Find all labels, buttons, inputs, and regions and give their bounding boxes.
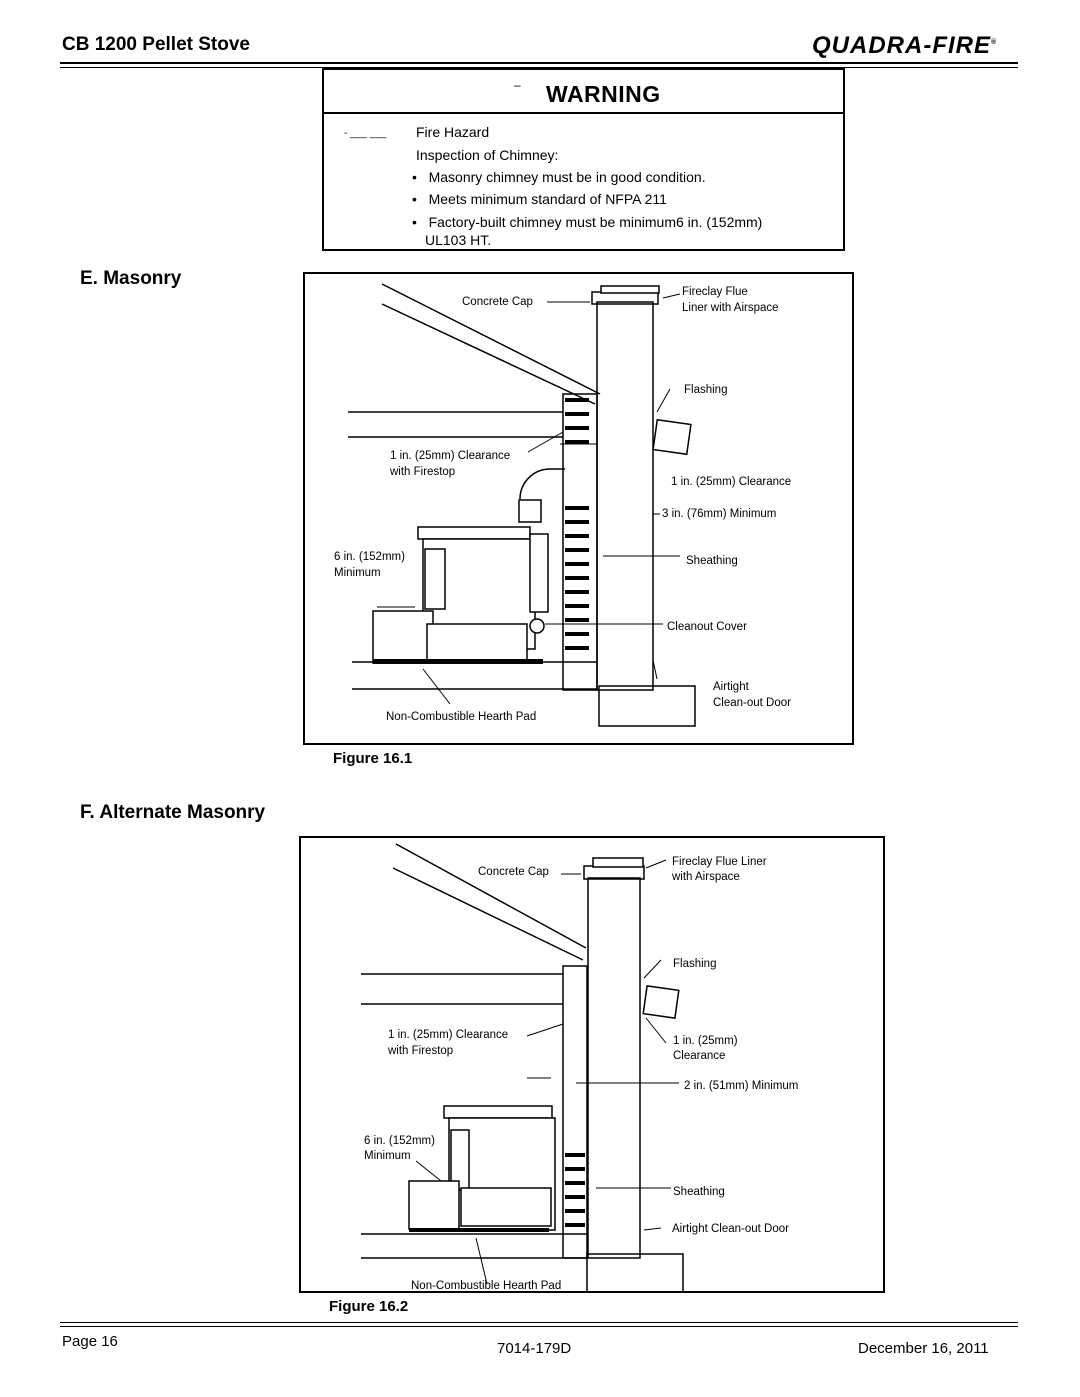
figure-16-1: Concrete Cap Fireclay Flue Liner with Ai… xyxy=(303,272,854,745)
warning-bullet-cont: UL103 HT. xyxy=(425,232,492,248)
label-hearth: Non-Combustible Hearth Pad xyxy=(411,1280,561,1291)
label-clearance-right-2: Clearance xyxy=(673,1050,725,1062)
label-flashing: Flashing xyxy=(673,958,716,970)
label-cleanout: Cleanout Cover xyxy=(667,621,747,633)
label-min6-1: 6 in. (152mm) xyxy=(364,1135,435,1147)
label-clearance-firestop-1: 1 in. (25mm) Clearance xyxy=(390,450,510,462)
label-fireclay-2: Liner with Airspace xyxy=(682,302,779,314)
label-sheathing: Sheathing xyxy=(686,555,738,567)
label-min6-2: Minimum xyxy=(334,567,381,579)
warning-line: Inspection of Chimney: xyxy=(416,147,559,163)
chimney xyxy=(587,877,641,1259)
label-sheathing: Sheathing xyxy=(673,1186,725,1198)
section-heading-masonry: E. Masonry xyxy=(80,268,182,289)
masonry-diagram: Concrete Cap Fireclay Flue Liner with Ai… xyxy=(334,283,791,727)
label-min6-1: 6 in. (152mm) xyxy=(334,551,405,563)
page-title: CB 1200 Pellet Stove xyxy=(62,34,250,55)
warning-dash: – xyxy=(514,78,521,92)
footer-rule xyxy=(60,1322,1018,1323)
label-fireclay-1: Fireclay Flue xyxy=(682,286,748,298)
document-number: 7014-179D xyxy=(497,1340,572,1357)
figure-caption-16-1: Figure 16.1 xyxy=(333,750,413,767)
concrete-cap xyxy=(583,865,645,880)
header-rule xyxy=(60,62,1018,64)
warning-header: – WARNING xyxy=(324,70,843,114)
footing xyxy=(586,1253,684,1295)
label-clearance-right: 1 in. (25mm) Clearance xyxy=(671,476,791,488)
label-airtight-2: Clean-out Door xyxy=(713,697,791,709)
warning-line: Fire Hazard xyxy=(416,124,490,140)
label-airtight-1: Airtight xyxy=(713,681,750,693)
footer-rule-2 xyxy=(60,1326,1018,1327)
label-fireclay-2: with Airspace xyxy=(671,871,740,883)
warning-title: WARNING xyxy=(546,81,661,107)
label-airtight: Airtight Clean-out Door xyxy=(672,1223,789,1235)
roof-line xyxy=(381,283,601,395)
label-concrete-cap: Concrete Cap xyxy=(462,296,533,308)
warning-icon-placeholder: - ___ ___ xyxy=(344,128,387,139)
page-number: Page 16 xyxy=(62,1333,118,1350)
label-clearance-firestop-2: with Firestop xyxy=(387,1045,453,1057)
section-heading-alternate-masonry: F. Alternate Masonry xyxy=(80,802,266,823)
label-flashing: Flashing xyxy=(684,384,727,396)
label-min6-2: Minimum xyxy=(364,1150,411,1162)
label-clearance-firestop-2: with Firestop xyxy=(389,466,455,478)
warning-bullet: • Factory-built chimney must be minimum6… xyxy=(412,214,763,230)
chimney xyxy=(596,301,654,691)
label-fireclay-1: Fireclay Flue Liner xyxy=(672,856,767,868)
label-hearth: Non-Combustible Hearth Pad xyxy=(386,711,536,723)
alternate-masonry-diagram: Concrete Cap Fireclay Flue Liner with Ai… xyxy=(361,843,798,1295)
pellet-stove xyxy=(408,1105,556,1231)
document-date: December 16, 2011 xyxy=(858,1340,989,1357)
footing xyxy=(598,685,696,727)
label-clearance-right-1: 1 in. (25mm) xyxy=(673,1035,738,1047)
figure-16-2: Concrete Cap Fireclay Flue Liner with Ai… xyxy=(299,836,885,1295)
label-minimum-2in: 2 in. (51mm) Minimum xyxy=(684,1080,798,1092)
brand-logo: QUADRA-FIRE® xyxy=(812,32,998,59)
label-minimum-3in: 3 in. (76mm) Minimum xyxy=(662,508,776,520)
figure-caption-16-2: Figure 16.2 xyxy=(329,1298,409,1315)
warning-bullet: • Meets minimum standard of NFPA 211 xyxy=(412,191,667,207)
label-concrete-cap: Concrete Cap xyxy=(478,866,549,878)
label-clearance-firestop-1: 1 in. (25mm) Clearance xyxy=(388,1029,508,1041)
header-rule-thin xyxy=(60,67,1018,68)
warning-bullet: • Masonry chimney must be in good condit… xyxy=(412,169,706,185)
pellet-stove xyxy=(372,468,565,664)
warning-box: – WARNING - ___ ___ Fire Hazard Inspecti… xyxy=(322,68,845,251)
